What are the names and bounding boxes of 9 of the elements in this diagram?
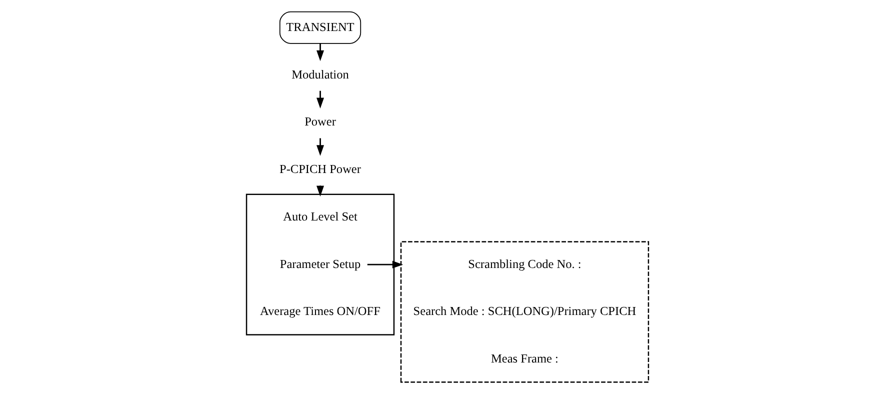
node-text: Search Mode : SCH(LONG)/Primary CPICH	[413, 304, 636, 318]
node-text: Average Times ON/OFF	[260, 304, 380, 318]
node-text: Parameter Setup	[280, 256, 361, 271]
node-text: Auto Level Set	[283, 209, 358, 224]
node-text: P-CPICH Power	[280, 162, 361, 176]
node-text: Scrambling Code No. :	[468, 256, 582, 271]
node-text: Power	[304, 114, 336, 129]
node-text: Modulation	[292, 67, 349, 82]
node-text: Meas Frame :	[491, 352, 558, 366]
